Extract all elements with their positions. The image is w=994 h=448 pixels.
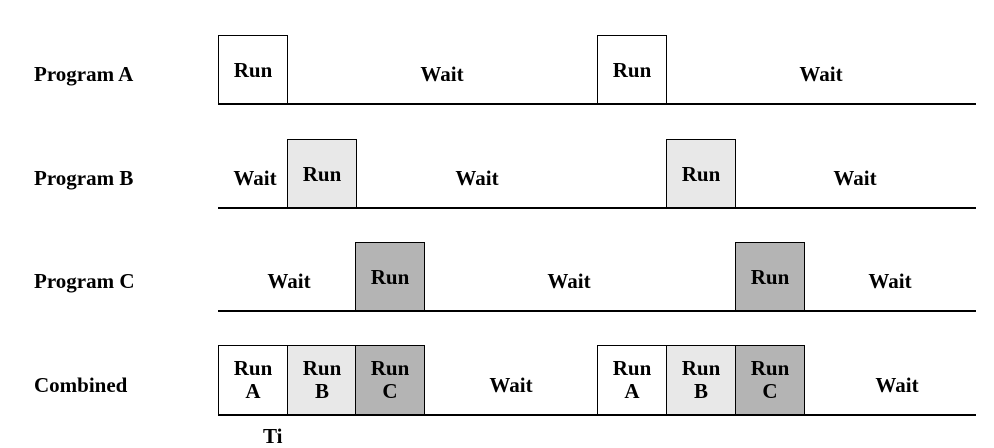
program-c-wait-2: Wait xyxy=(547,269,591,293)
combined-run-b-2-line1: Run xyxy=(681,356,721,380)
combined-run-c-1-line2: C xyxy=(382,379,398,403)
combined-run-a-2-line2: A xyxy=(624,379,640,403)
row-label-program-b: Program B xyxy=(34,166,134,190)
combined-run-b-1-line1: Run xyxy=(302,356,342,380)
combined-run-c-2-line1: Run xyxy=(750,356,790,380)
program-a-wait-1: Wait xyxy=(420,62,464,86)
program-c-wait-1: Wait xyxy=(267,269,311,293)
combined-run-a-2-line1: Run xyxy=(612,356,652,380)
combined-run-a-1-line1: Run xyxy=(233,356,273,380)
row-label-combined: Combined xyxy=(34,373,128,397)
program-c-run-2: Run xyxy=(735,242,805,312)
program-a-run-2: Run xyxy=(597,35,667,105)
program-c-wait-3: Wait xyxy=(868,269,912,293)
program-c-timeline xyxy=(218,310,976,312)
program-a-run-1: Run xyxy=(218,35,288,105)
combined-run-c-2-line2: C xyxy=(762,379,778,403)
program-b-wait-2: Wait xyxy=(455,166,499,190)
combined-run-b-1-line2: B xyxy=(314,379,329,403)
row-label-program-a: Program A xyxy=(34,62,134,86)
combined-run-b-2-line2: B xyxy=(693,379,708,403)
program-a-wait-2: Wait xyxy=(799,62,843,86)
program-b-run-2: Run xyxy=(666,139,736,209)
combined-run-c-1-line1: Run xyxy=(370,356,410,380)
program-c-run-1: Run xyxy=(355,242,425,312)
row-label-program-c: Program C xyxy=(34,269,135,293)
program-b-run-1: Run xyxy=(287,139,357,209)
program-a-timeline xyxy=(218,103,976,105)
program-b-timeline xyxy=(218,207,976,209)
combined-wait-2: Wait xyxy=(875,373,919,397)
program-b-wait-3: Wait xyxy=(833,166,877,190)
program-b-wait-1: Wait xyxy=(233,166,277,190)
combined-run-a-1-line2: A xyxy=(245,379,261,403)
combined-wait-1: Wait xyxy=(489,373,533,397)
combined-timeline xyxy=(218,414,976,416)
time-axis-label: Ti xyxy=(263,424,283,448)
